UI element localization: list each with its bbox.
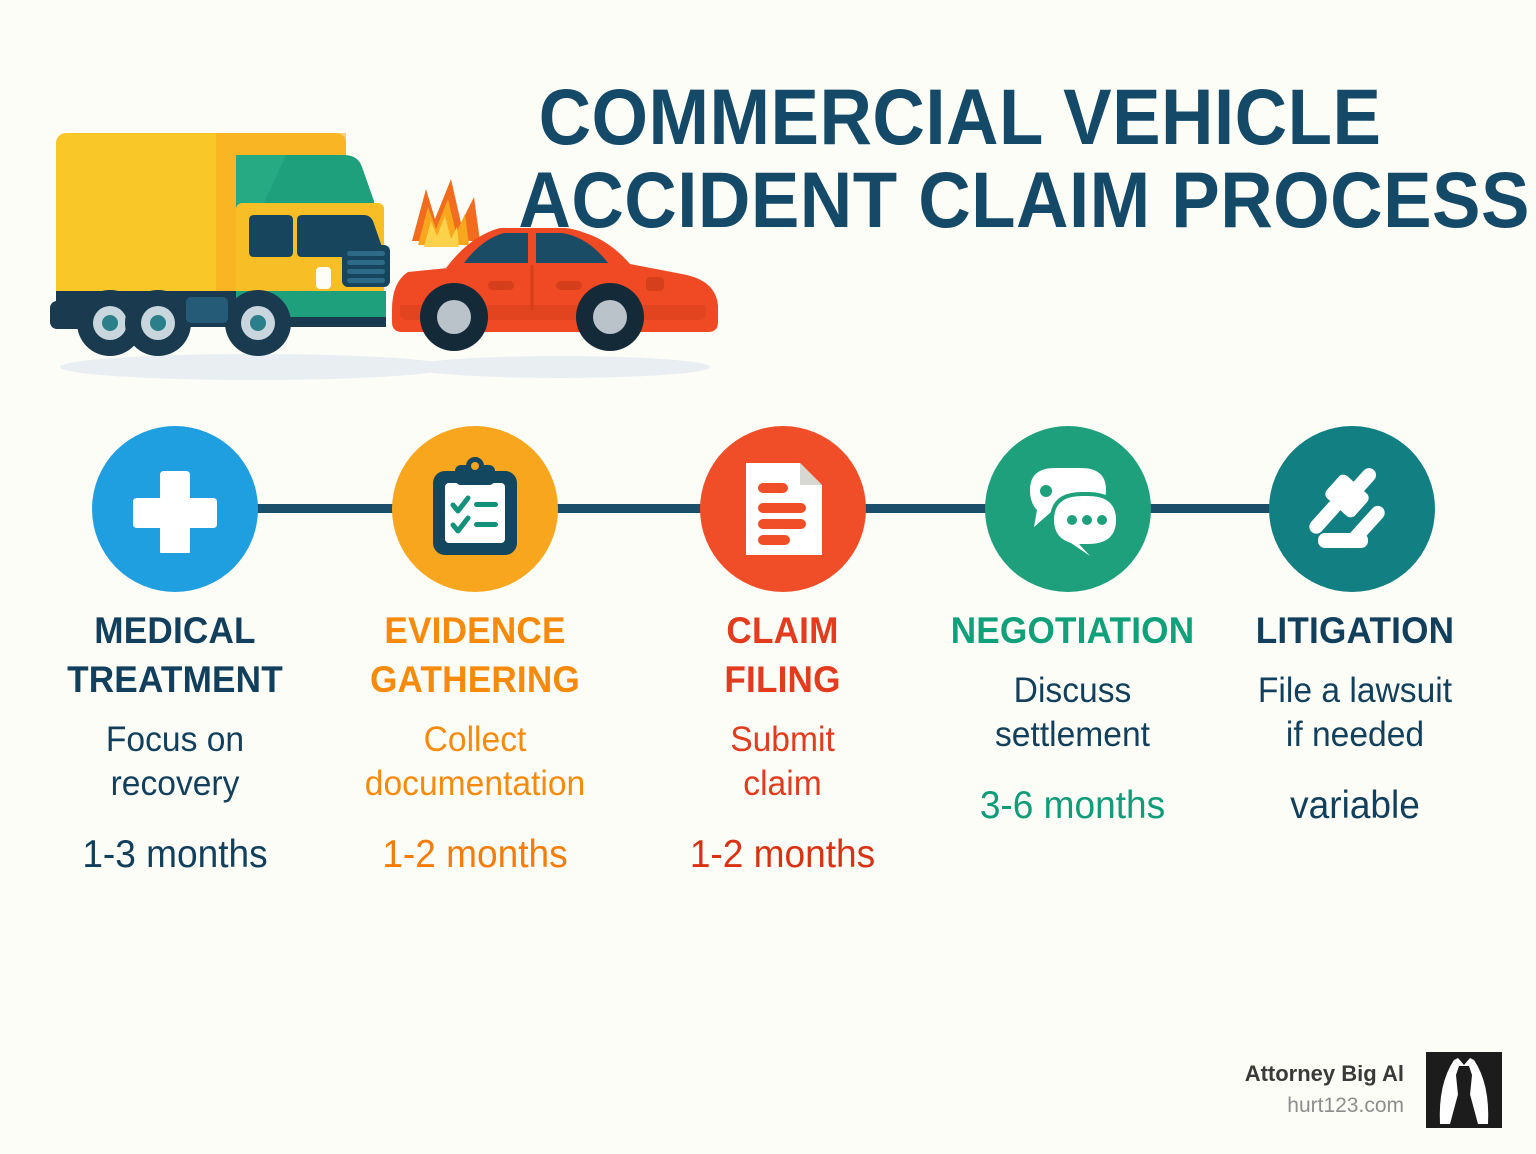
- step-icon-medical-treatment[interactable]: [92, 426, 258, 592]
- step-desc-line-1: Discuss: [1013, 671, 1132, 711]
- clipboard-checklist-icon: [425, 457, 525, 561]
- step-desc-line-1: Submit: [730, 720, 835, 760]
- step-title-line-1: MEDICAL: [94, 610, 256, 651]
- step-duration-negotiation: 3-6 months: [979, 783, 1166, 827]
- connector-line-1: [240, 504, 480, 513]
- step-desc-line-2: documentation: [364, 764, 586, 804]
- step-duration-claim-filing: 1-2 months: [689, 832, 876, 876]
- brand-name: Attorney Big Al: [1244, 1061, 1404, 1087]
- step-title-claim-filing: CLAIM FILING: [652, 606, 913, 704]
- step-title-negotiation: NEGOTIATION: [937, 606, 1208, 655]
- step-icon-evidence-gathering[interactable]: [392, 426, 558, 592]
- step-description-litigation: File a lawsuit if needed: [1221, 669, 1490, 757]
- suit-and-tie-logo-icon: [1426, 1052, 1502, 1128]
- brand-text-block: Attorney Big Al hurt123.com: [1245, 1060, 1404, 1120]
- step-duration-medical-treatment: 1-3 months: [82, 832, 268, 876]
- step-duration-litigation: variable: [1290, 783, 1420, 827]
- step-description-claim-filing: Submit claim: [651, 718, 915, 806]
- connector-line-4: [1135, 504, 1360, 513]
- step-desc-line-2: if needed: [1285, 714, 1425, 754]
- step-description-medical-treatment: Focus on recovery: [36, 718, 314, 806]
- step-icon-litigation[interactable]: [1269, 426, 1435, 592]
- gavel-icon: [1302, 459, 1402, 559]
- hero-section: COMMERCIAL VEHICLE ACCIDENT CLAIM PROCES…: [0, 0, 1536, 400]
- truck-car-collision-illustration: [40, 105, 720, 395]
- step-desc-line-1: File a lawsuit: [1257, 671, 1453, 711]
- speech-bubbles-icon: [1016, 460, 1120, 558]
- page-title: COMMERCIAL VEHICLE ACCIDENT CLAIM PROCES…: [480, 72, 1530, 245]
- document-icon: [740, 459, 826, 559]
- step-title-line-2: GATHERING: [369, 659, 581, 701]
- step-title-medical-treatment: MEDICAL TREATMENT: [37, 606, 313, 704]
- step-title-line-1: LITIGATION: [1255, 610, 1455, 651]
- step-title-evidence-gathering: EVIDENCE GATHERING: [337, 606, 613, 704]
- step-desc-line-2: settlement: [994, 714, 1151, 754]
- step-icon-claim-filing[interactable]: [700, 426, 866, 592]
- step-description-negotiation: Discuss settlement: [936, 669, 1210, 757]
- step-title-line-2: TREATMENT: [67, 659, 283, 701]
- step-column-evidence-gathering: EVIDENCE GATHERING Collect documentation…: [330, 606, 620, 877]
- step-title-line-1: NEGOTIATION: [950, 610, 1195, 651]
- step-duration-evidence-gathering: 1-2 months: [382, 832, 568, 876]
- step-column-litigation: LITIGATION File a lawsuit if needed vari…: [1215, 606, 1495, 828]
- step-title-line-2: FILING: [724, 659, 841, 701]
- step-column-claim-filing: CLAIM FILING Submit claim 1-2 months: [645, 606, 920, 877]
- step-details: MEDICAL TREATMENT Focus on recovery 1-3 …: [0, 606, 1536, 906]
- title-line-2: ACCIDENT CLAIM PROCESS: [518, 155, 1530, 245]
- step-column-negotiation: NEGOTIATION Discuss settlement 3-6 month…: [930, 606, 1215, 828]
- step-icon-negotiation[interactable]: [985, 426, 1151, 592]
- step-description-evidence-gathering: Collect documentation: [336, 718, 614, 806]
- connector-line-3: [845, 504, 1075, 513]
- process-timeline: [0, 420, 1536, 620]
- footer-branding: Attorney Big Al hurt123.com: [1245, 1052, 1502, 1128]
- medical-cross-icon: [131, 465, 219, 553]
- connector-line-2: [540, 504, 790, 513]
- step-column-medical-treatment: MEDICAL TREATMENT Focus on recovery 1-3 …: [30, 606, 320, 877]
- step-desc-line-2: recovery: [110, 764, 240, 804]
- step-desc-line-1: Focus on: [105, 720, 245, 760]
- title-line-1: COMMERCIAL VEHICLE: [538, 72, 1382, 161]
- step-title-line-1: CLAIM: [726, 610, 839, 651]
- step-title-line-1: EVIDENCE: [384, 610, 566, 651]
- step-desc-line-2: claim: [743, 764, 822, 804]
- step-desc-line-1: Collect: [423, 720, 527, 760]
- brand-website[interactable]: hurt123.com: [1287, 1093, 1404, 1117]
- step-title-litigation: LITIGATION: [1222, 606, 1488, 655]
